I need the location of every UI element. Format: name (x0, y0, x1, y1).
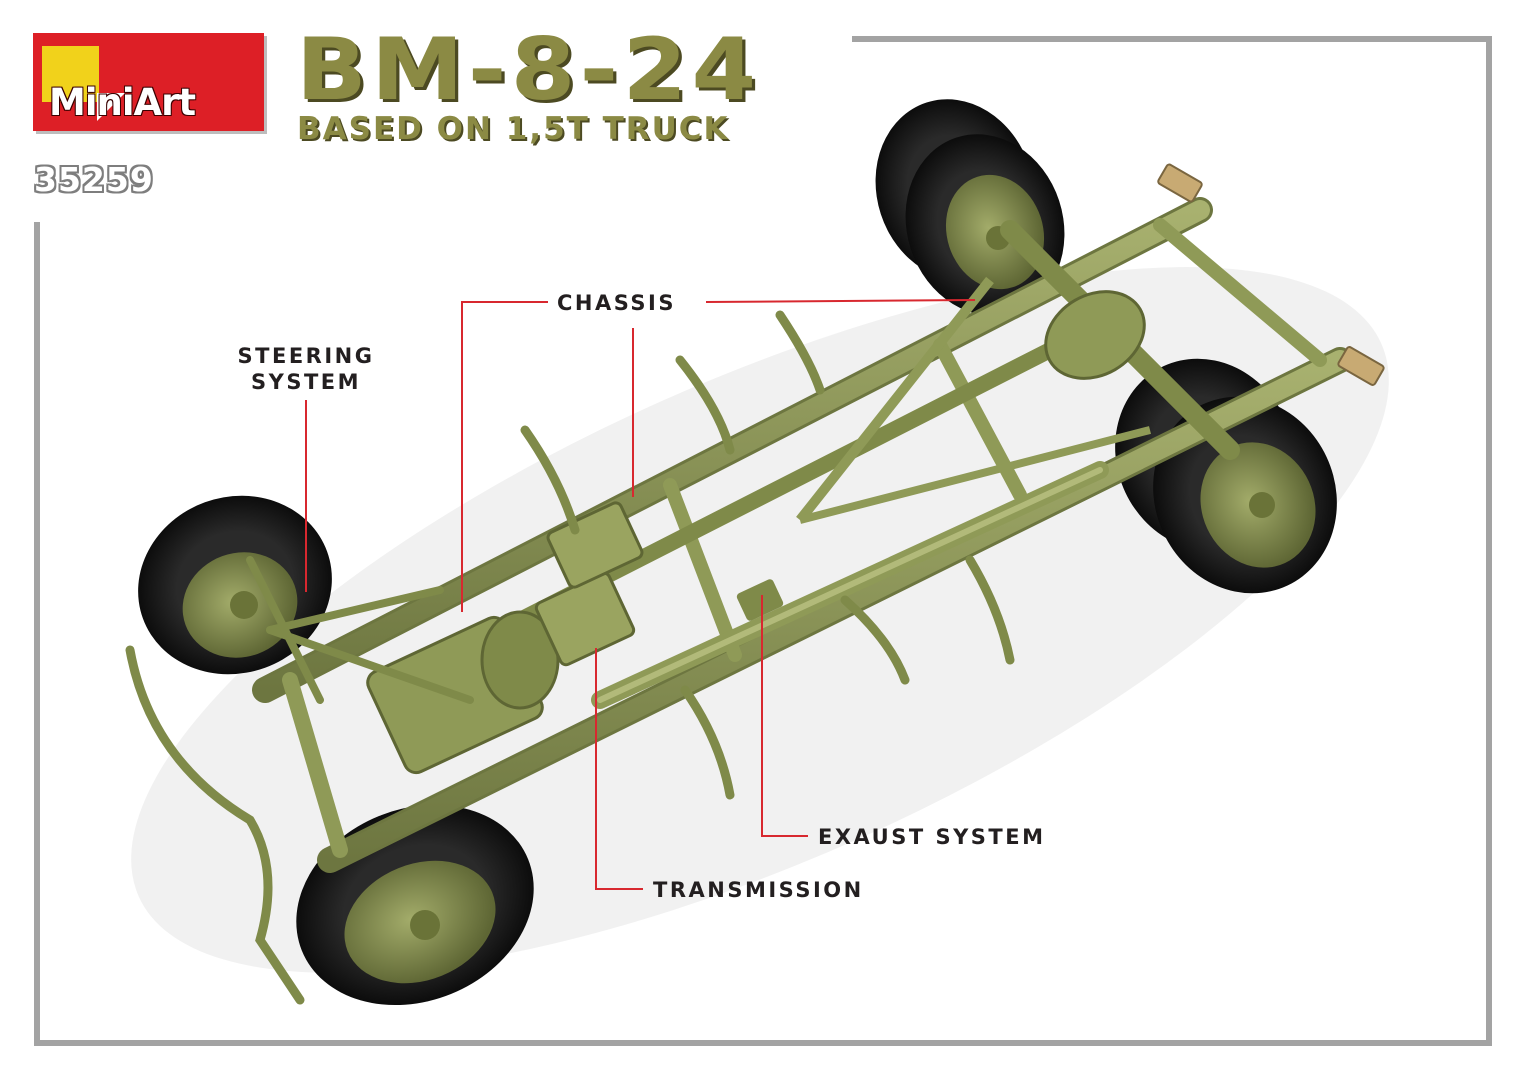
steering-linkage (246, 556, 474, 704)
steering-label-line2: SYSTEM (250, 370, 362, 394)
product-subtitle: BASED ON 1,5T TRUCK (297, 111, 730, 147)
steering-label-line1: STEERING (237, 344, 375, 368)
frame-bottom (34, 1040, 1492, 1046)
kit-number: 35259 (34, 160, 154, 199)
frame-left (34, 222, 40, 1046)
rear-right-wheel (1115, 358, 1337, 594)
transmission-leader (595, 648, 643, 890)
rear-hooks (1157, 163, 1385, 386)
product-title: BM-8-24 (296, 20, 761, 120)
frame-right (1486, 36, 1492, 1046)
exhaust-leader (761, 595, 808, 837)
chassis-leader-right (705, 299, 976, 303)
steering-system-label: STEERING SYSTEM (226, 343, 386, 395)
transmission-label: TRANSMISSION (653, 878, 864, 902)
frame-top (852, 36, 1492, 42)
callout-leaders (305, 299, 976, 890)
exhaust-pipe (591, 461, 1109, 709)
drivetrain (512, 220, 1240, 628)
exhaust-system-label: EXAUST SYSTEM (818, 825, 1046, 849)
chassis-label: CHASSIS (557, 291, 676, 315)
rocket-rail-brackets (520, 310, 1015, 800)
logo-red-wedge-icon (97, 93, 125, 121)
logo-text: MiniArt (49, 81, 196, 124)
rear-left-wheel (875, 99, 1065, 316)
logo-yellow-square (42, 46, 99, 102)
chassis-leader-left (461, 301, 548, 612)
miniart-logo: MiniArt (33, 33, 264, 131)
